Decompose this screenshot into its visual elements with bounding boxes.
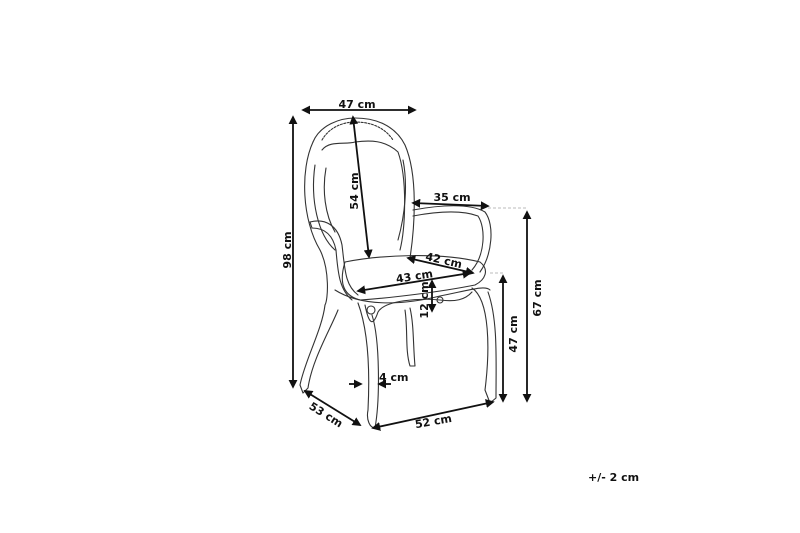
label-armrest-depth: 35 cm — [433, 191, 470, 204]
label-seat-thickness: 12 cm — [418, 281, 431, 318]
arrow-armrest-depth — [411, 198, 490, 211]
arrow-depth-bottom — [303, 390, 362, 426]
label-total-height: 98 cm — [281, 231, 294, 268]
label-width-bottom: 52 cm — [414, 412, 453, 431]
label-backrest-height: 54 cm — [348, 172, 361, 209]
arrow-seat-width — [356, 269, 472, 295]
label-armrest-height: 67 cm — [531, 279, 544, 316]
arrow-width-bottom — [371, 399, 495, 431]
label-seat-width: 43 cm — [395, 267, 434, 286]
label-seat-height: 47 cm — [507, 315, 520, 352]
arrow-backrest-height — [349, 115, 373, 259]
label-leg-width: 4 cm — [379, 371, 408, 384]
label-width-top: 47 cm — [338, 98, 375, 111]
tolerance-note: +/- 2 cm — [588, 471, 640, 484]
